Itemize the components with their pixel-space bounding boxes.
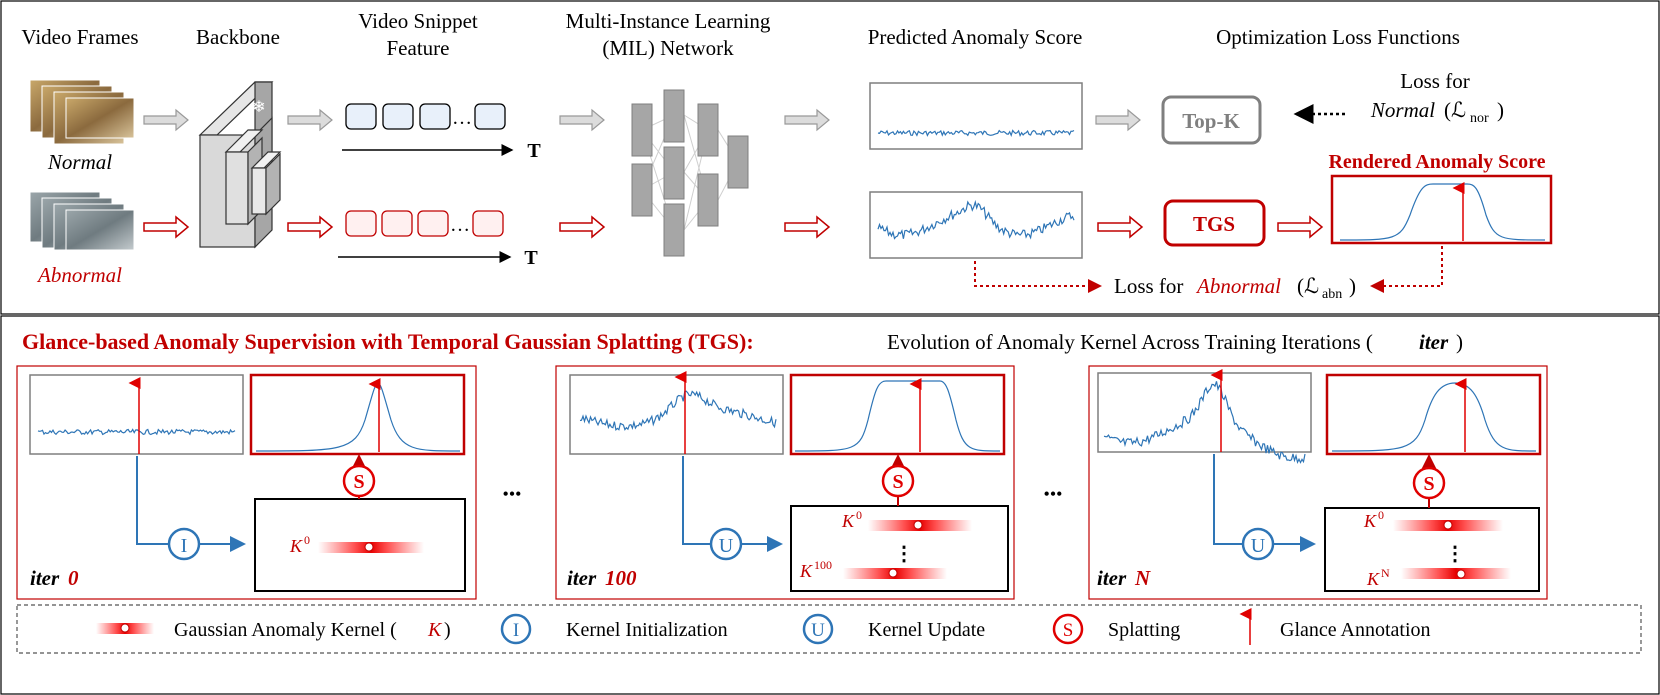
- header-loss-functions: Optimization Loss Functions: [1216, 25, 1460, 49]
- abnormal-loss-subscript: abn: [1322, 287, 1342, 302]
- rendered-score-label: Rendered Anomaly Score: [1328, 151, 1545, 173]
- legend-update-label: Kernel Update: [868, 619, 985, 641]
- abnormal-loss-close: ): [1349, 274, 1356, 298]
- abnormal-label: Abnormal: [36, 263, 122, 287]
- panelN-iter-label: iter: [1097, 566, 1127, 590]
- legend-splat-label: Splatting: [1108, 619, 1180, 641]
- normal-time-axis-label: T: [527, 140, 541, 162]
- panelN-kernel0-K: K: [1363, 511, 1377, 531]
- abnormal-loss-symbol: (ℒ: [1297, 274, 1319, 298]
- abnormal-video-frames: [29, 191, 135, 251]
- legend-init-icon: [500, 613, 532, 645]
- top-section-border: [0, 0, 1660, 315]
- bottom-section-border: [0, 315, 1660, 695]
- panelN-kernelN-K: K: [1366, 569, 1380, 589]
- normal-loss-line1: Loss for: [1400, 69, 1469, 93]
- legend-kernel-label: Gaussian Anomaly Kernel (: [174, 619, 397, 641]
- header-mil-line1: Multi-Instance Learning: [566, 9, 771, 33]
- abnormal-loss-arrow-left: [974, 261, 1102, 293]
- panel0-splat-icon: S: [353, 471, 364, 493]
- panelN-iter-num: N: [1134, 566, 1151, 590]
- panel1-kernel0-sup: 0: [856, 508, 862, 522]
- bottom-title-red: Glance-based Anomaly Supervision with Te…: [22, 329, 754, 354]
- abnormal-predicted-score-box: [869, 191, 1083, 259]
- abnormal-loss-prefix: Loss for: [1114, 274, 1183, 298]
- header-mil-line2: (MIL) Network: [602, 36, 734, 60]
- panelN-kernel0-sup: 0: [1378, 508, 1384, 522]
- panelN-kernelN-sup: N: [1381, 566, 1390, 580]
- legend-update-letter: U: [811, 620, 825, 641]
- rendered-score-box: [1330, 174, 1553, 245]
- panel1-update-icon: U: [719, 535, 734, 557]
- mil-network: [631, 89, 749, 257]
- panel1-kernel100-K: K: [799, 561, 813, 581]
- panelN-splat-icon: S: [1423, 473, 1434, 495]
- rendered-score-curve: [1339, 183, 1546, 241]
- panel0-iter-label: iter: [30, 566, 60, 590]
- tgs-box: [1163, 199, 1266, 247]
- abnormal-loss-arrow-right: [1370, 246, 1443, 293]
- header-snippet-line2: Feature: [387, 36, 450, 60]
- panel1-splat-icon: S: [892, 471, 903, 493]
- header-predicted-score: Predicted Anomaly Score: [868, 25, 1083, 49]
- panel0-iter-num: 0: [68, 566, 79, 590]
- normal-video-frames: [29, 79, 135, 145]
- legend-kernel-K: K: [427, 619, 443, 641]
- panel0-kernel-K: K: [289, 536, 303, 556]
- normal-loss-close: ): [1497, 98, 1504, 122]
- normal-snippet-ellipsis: …: [452, 107, 472, 129]
- abnormal-loss-word: Abnormal: [1195, 274, 1281, 298]
- panel0-init-icon: I: [181, 535, 188, 557]
- backbone-network: [198, 81, 282, 249]
- legend-kernel-close: ): [444, 619, 451, 641]
- legend-init-label: Kernel Initialization: [566, 619, 728, 641]
- legend-kernel-center-icon: [120, 623, 130, 633]
- panelN-vdots: ⋮: [1445, 543, 1465, 565]
- panel-iter-0: [16, 365, 477, 600]
- panel-gap-dots-2: •••: [1044, 484, 1063, 504]
- normal-predicted-score-box: [869, 82, 1083, 150]
- panel0-kernel-sup: 0: [304, 533, 310, 547]
- abnormal-snippet-features: [338, 210, 512, 263]
- normal-loss-subscript: nor: [1470, 111, 1489, 126]
- bottom-title-close: ): [1456, 330, 1463, 354]
- normal-loss-word: Normal: [1370, 98, 1435, 122]
- abnormal-time-axis-label: T: [524, 247, 538, 269]
- panel1-kernel0-K: K: [841, 511, 855, 531]
- tgs-label: TGS: [1193, 212, 1235, 236]
- legend-splat-letter: S: [1063, 620, 1074, 641]
- panel1-iter-label: iter: [567, 566, 597, 590]
- topk-box: [1161, 95, 1262, 145]
- bottom-title-iter: iter: [1419, 330, 1449, 354]
- panel1-kernel100-sup: 100: [814, 558, 832, 572]
- normal-snippet-features: [342, 103, 514, 156]
- legend-box: [16, 604, 1642, 654]
- normal-loss-symbol: (ℒ: [1444, 98, 1466, 122]
- panel-gap-dots-1: •••: [503, 484, 522, 504]
- normal-predicted-score-signal: [877, 129, 1075, 138]
- frozen-snowflake-icon: ❄: [252, 99, 265, 116]
- header-snippet-line1: Video Snippet: [358, 9, 478, 33]
- normal-flow-arrows: [143, 108, 1141, 132]
- normal-label: Normal: [47, 150, 112, 174]
- legend-update-icon: [802, 613, 834, 645]
- legend-splat-icon: [1052, 613, 1084, 645]
- topk-label: Top-K: [1182, 109, 1240, 133]
- panel1-vdots: ⋮: [894, 543, 914, 565]
- abnormal-snippet-ellipsis: …: [450, 214, 470, 236]
- panel1-iter-num: 100: [605, 566, 637, 590]
- panel-iter-100: [555, 365, 1015, 600]
- abnormal-flow-arrows: [143, 215, 1324, 239]
- legend-glance-label: Glance Annotation: [1280, 619, 1431, 641]
- header-backbone: Backbone: [196, 25, 280, 49]
- panelN-update-icon: U: [1251, 535, 1266, 557]
- legend-init-letter: I: [513, 620, 519, 641]
- panel-iter-n: [1088, 365, 1548, 600]
- abnormal-predicted-score-signal: [877, 199, 1075, 240]
- header-video-frames: Video Frames: [21, 25, 138, 49]
- bottom-title-black: Evolution of Anomaly Kernel Across Train…: [887, 330, 1373, 354]
